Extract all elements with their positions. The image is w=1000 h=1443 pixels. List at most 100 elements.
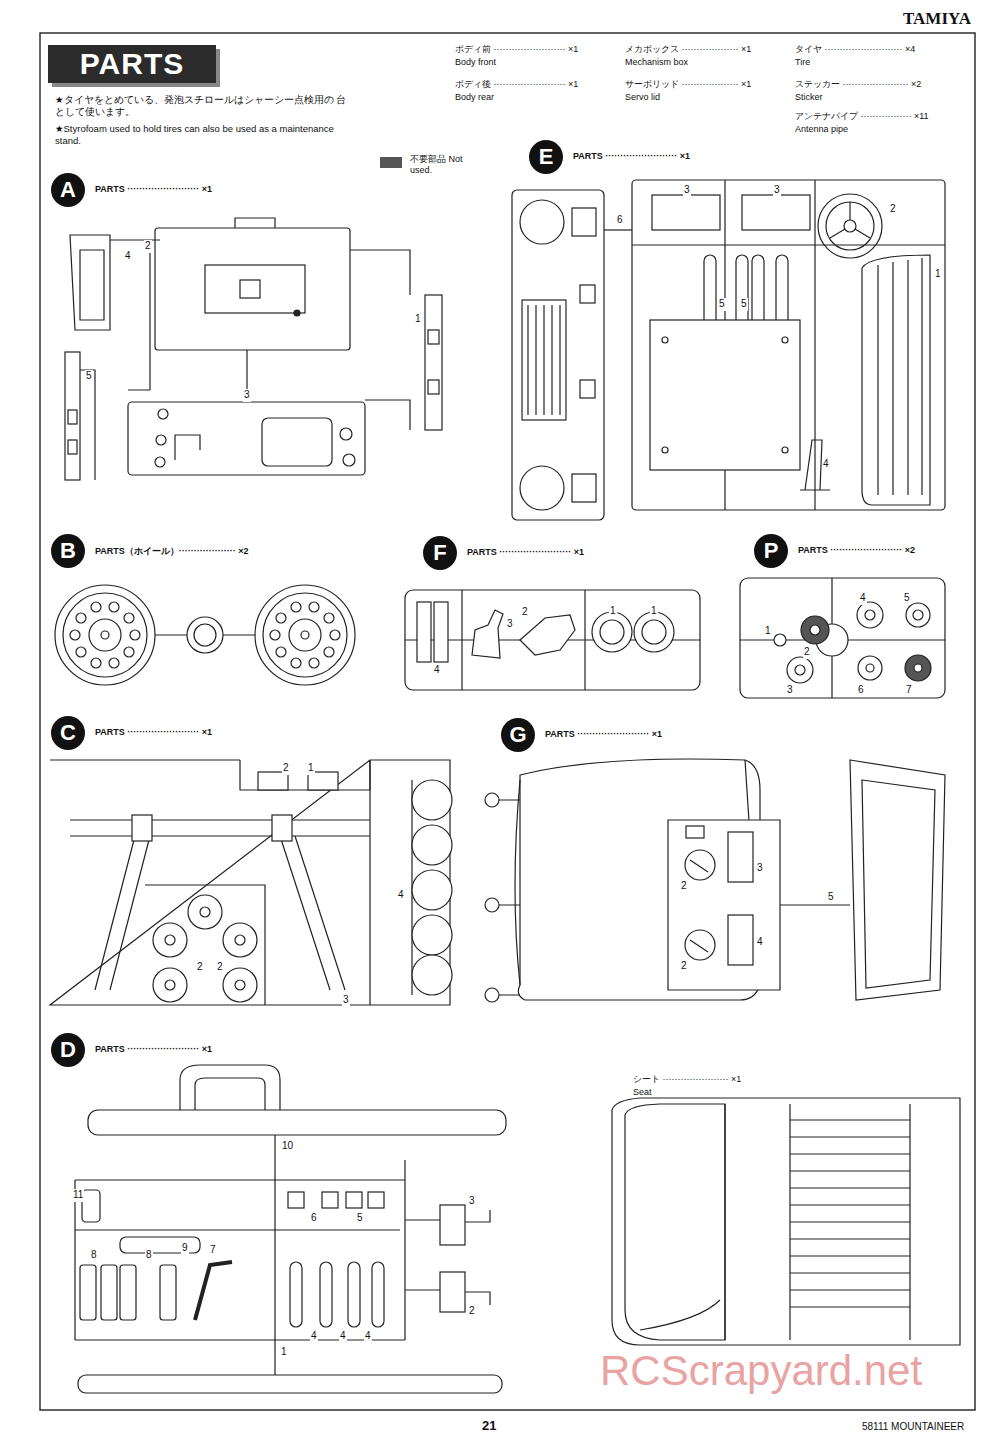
callout-number: 1 [414,313,422,326]
callout-number: 6 [616,214,624,227]
callout-number: 2 [680,880,688,893]
callout-number: 5 [85,370,93,383]
brand-name: TAMIYA [903,8,971,29]
part-label: Body front [455,57,496,68]
callout-number: 1 [934,268,942,281]
callout-number: 1 [609,605,617,618]
note-jp: ★タイヤをとめている、発泡スチロールはシャーシー点検用の 台として使います。 [55,94,355,118]
callout-number: 3 [468,1195,476,1208]
parts-heading: PARTS ························ ×1 [571,151,692,161]
part-label: ステッカー ······················ ×2 [795,79,921,90]
section-letter: B [51,534,85,568]
callout-number: 3 [342,994,350,1007]
section-badge: BPARTS（ホイール）··················· ×2 [51,534,85,568]
callout-number: 5 [356,1212,364,1225]
callout-number: 1 [764,625,772,638]
callout-number: 3 [756,862,764,875]
callout-number: 4 [433,664,441,677]
sprue-f [405,590,700,690]
callout-number: 4 [124,250,132,263]
section-letter: E [529,140,563,174]
part-label: タイヤ ·························· ×4 [795,44,915,55]
part-label: Servo lid [625,92,660,103]
parts-heading: PARTS ························ ×1 [543,729,664,739]
callout-number: 5 [827,891,835,904]
callout-number: 1 [650,605,658,618]
callout-number: 2 [521,606,529,619]
callout-number: 2 [282,762,290,775]
sprue-e [512,180,945,520]
callout-number: 3 [506,618,514,631]
parts-heading: PARTS ························ ×1 [93,1044,214,1054]
parts-heading: PARTS ························ ×1 [465,547,586,557]
callout-number: 3 [243,389,251,402]
callout-number: 3 [773,184,781,197]
part-label: アンテナパイプ ················· ×11 [795,111,929,122]
callout-number: 2 [216,961,224,974]
callout-number: 8 [145,1249,153,1262]
callout-number: 5 [903,592,911,605]
callout-number: 4 [310,1330,318,1343]
parts-heading: PARTS ························ ×1 [93,727,214,737]
callout-number: 4 [859,592,867,605]
callout-number: 8 [90,1249,98,1262]
part-label: サーボリッド ··················· ×1 [625,79,751,90]
parts-heading: PARTS（ホイール）··················· ×2 [93,545,251,558]
callout-number: 2 [196,961,204,974]
section-badge: PPARTS ························ ×2 [754,534,788,568]
callout-number: 7 [209,1244,217,1257]
callout-number: 10 [281,1140,294,1153]
sprue-c [50,760,452,1005]
callout-number: 4 [397,889,405,902]
title-text: PARTS [80,47,184,81]
callout-number: 1 [280,1346,288,1359]
callout-number: 1 [307,762,315,775]
sprue-g [485,759,945,1002]
section-badge: GPARTS ························ ×1 [501,718,535,752]
part-label: Antenna pipe [795,124,848,135]
part-label: シート ······················ ×1 [633,1074,741,1085]
seat-part [612,1098,960,1345]
part-label: Sticker [795,92,823,103]
callout-number: 3 [786,684,794,697]
part-label: ボディ後 ························ ×1 [455,79,578,90]
part-label: ボディ前 ························ ×1 [455,44,578,55]
section-badge: DPARTS ························ ×1 [51,1033,85,1067]
part-label: Mechanism box [625,57,688,68]
callout-number: 4 [822,458,830,471]
callout-number: 4 [756,936,764,949]
callout-number: 4 [339,1330,347,1343]
callout-number: 2 [468,1305,476,1318]
part-label: 58111 MOUNTAINEER [862,1421,964,1434]
part-label: Tire [795,57,810,68]
callout-number: 4 [364,1330,372,1343]
section-badge: FPARTS ························ ×1 [423,536,457,570]
sprue-p [740,578,945,698]
note-en: ★Styrofoam used to hold tires can also b… [55,123,355,147]
callout-number: 2 [803,646,811,659]
callout-number: 11 [72,1189,84,1202]
callout-number: 2 [889,203,897,216]
section-letter: F [423,536,457,570]
callout-number: 2 [144,240,152,253]
callout-number: 5 [718,298,726,311]
sprue-a [65,218,442,480]
title-box: PARTS [48,45,216,83]
parts-heading: PARTS ························ ×2 [796,545,917,555]
watermark: RCScrapyard.net [600,1345,922,1398]
section-letter: D [51,1033,85,1067]
sprue-d [75,1065,506,1393]
parts-heading: PARTS ························ ×1 [93,184,214,194]
part-label: 21 [482,1418,496,1434]
legend-text: 不要部品 Not used. [410,154,468,177]
section-letter: G [501,718,535,752]
part-label: Seat [633,1087,652,1098]
callout-number: 7 [905,684,913,697]
section-badge: CPARTS ························ ×1 [51,716,85,750]
callout-number: 6 [857,684,865,697]
callout-number: 5 [740,298,748,311]
callout-number: 3 [683,184,691,197]
part-label: メカボックス ··················· ×1 [625,44,751,55]
section-letter: C [51,716,85,750]
wheel-sprue-b [55,585,355,685]
